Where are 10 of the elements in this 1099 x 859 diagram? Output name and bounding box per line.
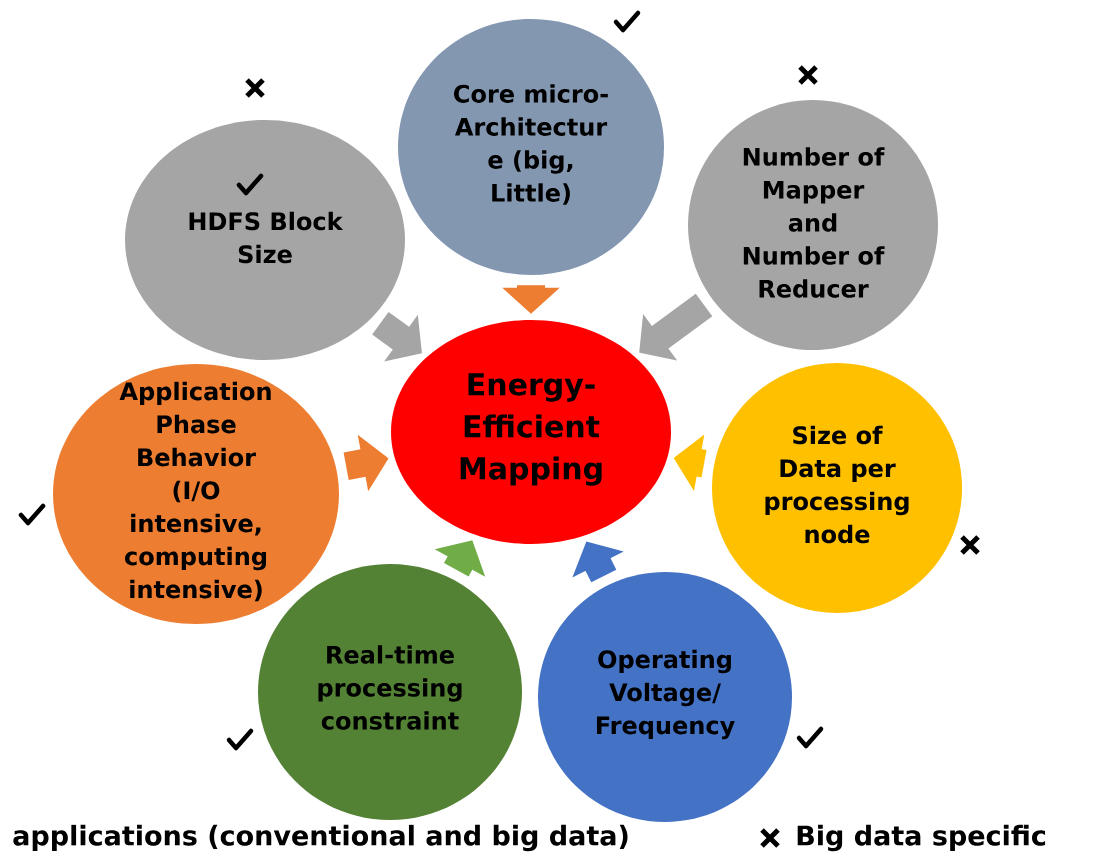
ellipse-node: Core micro- Architectur e (big, Little) (398, 19, 664, 275)
ellipse-node: HDFS Block Size (125, 120, 405, 360)
ellipse-node: Energy- Efficient Mapping (391, 320, 671, 544)
block-arrow (639, 293, 713, 361)
ellipse-node: Operating Voltage/ Frequency (538, 572, 792, 822)
legend-text: Big data specific (797, 824, 1046, 852)
ellipse-node: Application Phase Behavior (I/O intensive, computing intensive) (53, 364, 339, 624)
footnote-text: applications (conventional and big data) (13, 824, 628, 852)
ellipse-node: Number of Mapper and Number of Reducer (688, 100, 938, 350)
ellipse-node: Size of Data per processing node (712, 363, 962, 613)
